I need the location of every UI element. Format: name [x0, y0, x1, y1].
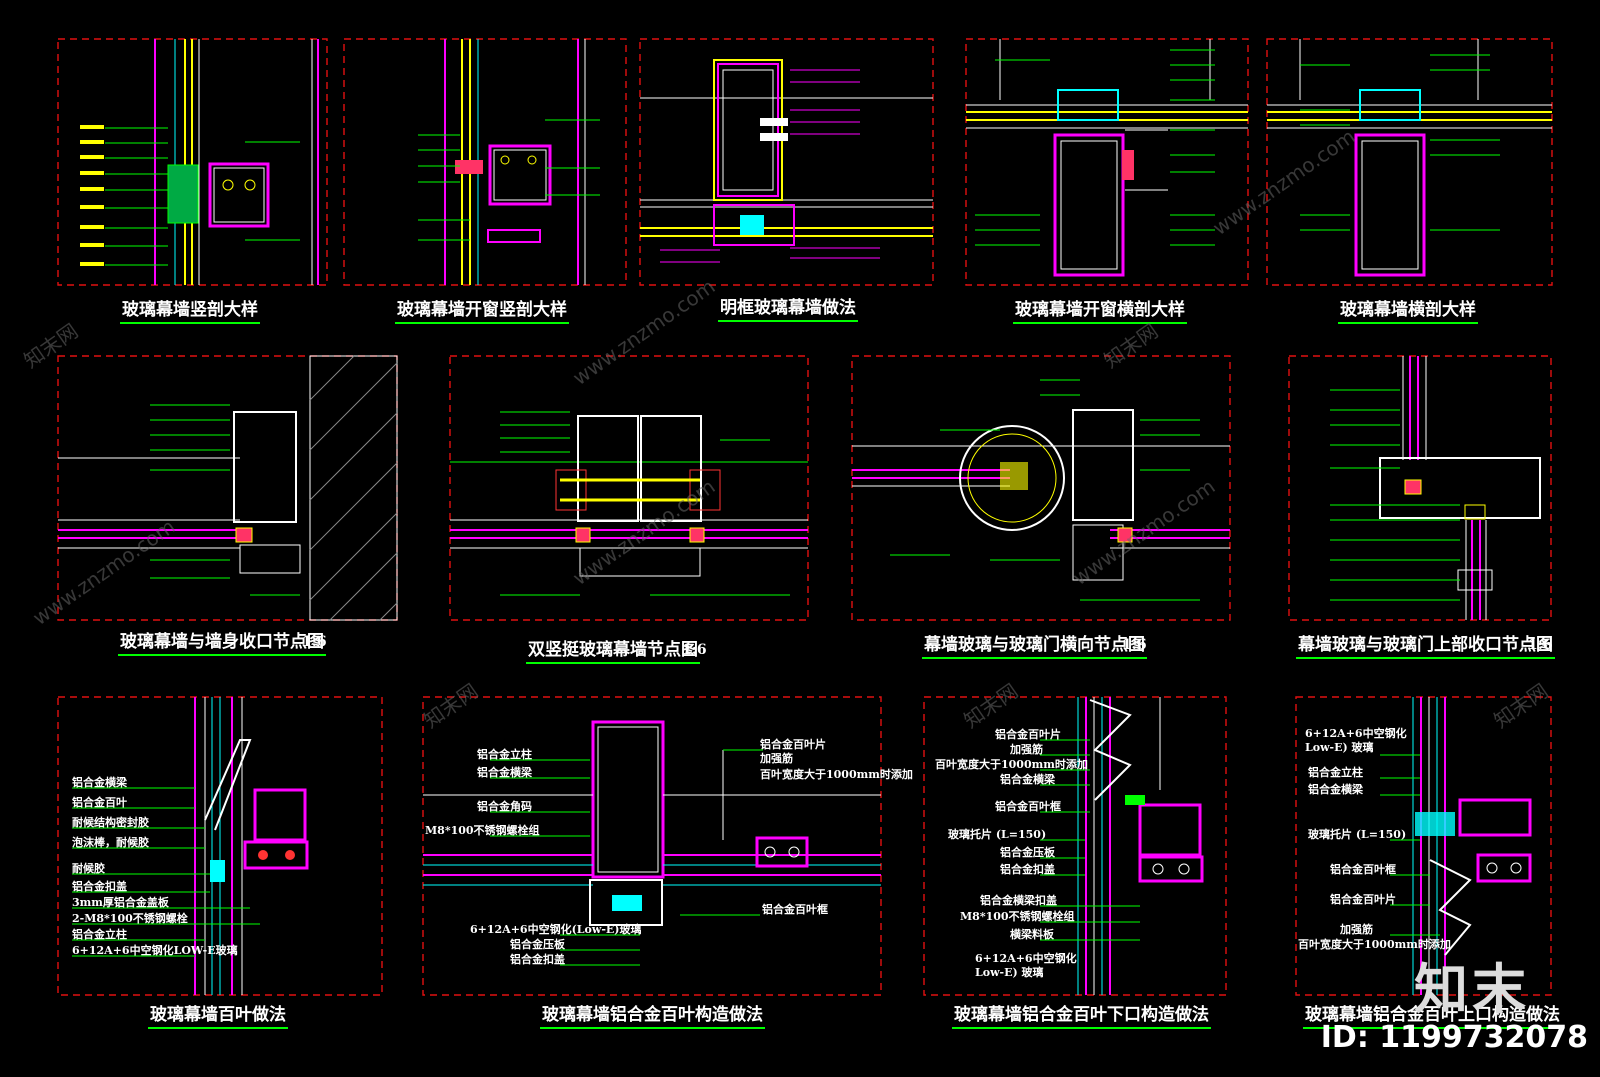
frame-7: [449, 355, 809, 621]
detail-1: [80, 39, 319, 285]
label-text: 铝合金立柱: [1308, 765, 1363, 779]
panel-title-8: 幕墙玻璃与玻璃门横向节点图: [922, 635, 1147, 659]
label-text: 铝合金立柱: [477, 747, 532, 761]
panel-title-2: 玻璃幕墙开窗竖剖大样: [395, 300, 569, 324]
detail-8: [852, 379, 1230, 601]
label-text: 6+12A+6中空钢化: [1305, 726, 1407, 740]
panel-title-5: 玻璃幕墙横剖大样: [1338, 300, 1478, 324]
label-text: 铝合金横梁: [1308, 782, 1364, 796]
detail-2: [418, 39, 600, 285]
frame-8: [851, 355, 1231, 621]
label-text: 3mm厚铝合金盖板: [72, 895, 170, 909]
panel-title-7: 双竖挺玻璃幕墙节点图: [526, 640, 700, 664]
label-text: 铝合金百叶框: [1330, 862, 1396, 876]
label-text: 铝合金百叶框: [762, 902, 828, 916]
panel-title-10: 玻璃幕墙百叶做法: [148, 1005, 288, 1029]
panel-frames: [57, 38, 1553, 996]
label-text: 耐候胶: [72, 861, 105, 875]
panel-scale-6: 1:6: [302, 634, 327, 650]
label-text: 玻璃托片 (L=150): [948, 827, 1046, 841]
label-text: 百叶宽度大于1000mm时添加: [935, 757, 1088, 771]
label-text: 耐候结构密封胶: [72, 815, 149, 829]
detail-6: [58, 355, 398, 621]
panel-title-9: 幕墙玻璃与玻璃门上部收口节点图: [1296, 635, 1555, 659]
panel-title-13: 玻璃幕墙铝合金百叶上口构造做法: [1303, 1005, 1562, 1029]
frame-12: [923, 696, 1227, 996]
label-text: 铝合金百叶片: [1330, 892, 1396, 906]
frame-5: [1266, 38, 1553, 286]
label-text: 铝合金横梁: [1000, 772, 1056, 786]
detail-7: [450, 411, 808, 596]
frame-2: [343, 38, 627, 286]
detail-12: [1040, 697, 1204, 995]
label-text: 2-M8*100不锈钢螺栓: [72, 911, 188, 925]
label-text: 铝合金百叶框: [995, 799, 1061, 813]
detail-9: [1330, 356, 1541, 620]
panel-title-12: 玻璃幕墙铝合金百叶下口构造做法: [952, 1005, 1211, 1029]
detail-11: [423, 720, 881, 966]
label-text: 铝合金压板: [1000, 845, 1056, 859]
brand-logo-text: 知末: [1414, 958, 1530, 1021]
panel-title-1: 玻璃幕墙竖剖大样: [120, 300, 260, 324]
label-text: 铝合金百叶片: [760, 737, 826, 751]
label-text: 铝合金横梁: [477, 765, 533, 779]
frame-3: [639, 38, 934, 286]
panel-title-3: 明框玻璃幕墙做法: [718, 298, 858, 322]
label-text: Low-E) 玻璃: [975, 965, 1044, 979]
panel-scale-9: 1:6: [1528, 637, 1553, 653]
frame-11: [422, 696, 882, 996]
detail-10: [72, 697, 309, 995]
label-text: 铝合金立柱: [72, 927, 127, 941]
panel-title-6: 玻璃幕墙与墙身收口节点图: [118, 632, 326, 656]
label-text: M8*100不锈钢螺栓组: [960, 909, 1075, 923]
label-text: 铝合金扣盖: [1000, 862, 1055, 876]
label-text: 铝合金扣盖: [510, 952, 565, 966]
label-text: 百叶宽度大于1000mm时添加: [760, 767, 913, 781]
label-text: 6+12A+6中空钢化: [975, 951, 1077, 965]
label-text: 玻璃托片 (L=150): [1308, 827, 1406, 841]
label-text: Low-E) 玻璃: [1305, 740, 1374, 754]
label-text: 泡沫棒，耐候胶: [72, 835, 149, 849]
panel-scale-7: 1:6: [682, 642, 707, 658]
label-text: 铝合金角码: [477, 799, 532, 813]
detail-4: [966, 39, 1248, 277]
detail-5: [1267, 39, 1552, 277]
detail-3: [640, 59, 933, 263]
label-text: 加强筋: [1339, 922, 1373, 936]
label-text: 加强筋: [759, 751, 793, 765]
detail-13: [1380, 697, 1532, 995]
label-text: 铝合金百叶: [72, 795, 127, 809]
label-text: 加强筋: [1009, 742, 1043, 756]
label-text: 百叶宽度大于1000mm时添加: [1298, 937, 1451, 951]
label-text: 铝合金扣盖: [72, 879, 127, 893]
label-text: 横梁料板: [1010, 927, 1055, 941]
label-text: 铝合金压板: [510, 937, 566, 951]
image-id: ID: 1199732078: [1320, 1020, 1588, 1055]
label-text: 铝合金横梁: [72, 775, 128, 789]
panel-title-11: 玻璃幕墙铝合金百叶构造做法: [540, 1005, 765, 1029]
label-text: 铝合金横梁扣盖: [980, 893, 1057, 907]
panel-scale-8: 1:6: [1122, 637, 1147, 653]
annotation-text: 铝合金横梁 铝合金百叶 耐候结构密封胶 泡沫棒，耐候胶 耐候胶 铝合金扣盖 3m…: [72, 726, 1451, 979]
panel-title-4: 玻璃幕墙开窗横剖大样: [1013, 300, 1187, 324]
label-text: M8*100不锈钢螺栓组: [425, 823, 540, 837]
label-text: 6+12A+6中空钢化(Low-E)玻璃: [470, 922, 641, 936]
label-text: 6+12A+6中空钢化LOW-E玻璃: [72, 943, 238, 957]
label-text: 铝合金百叶片: [995, 727, 1061, 741]
frame-4: [965, 38, 1249, 286]
